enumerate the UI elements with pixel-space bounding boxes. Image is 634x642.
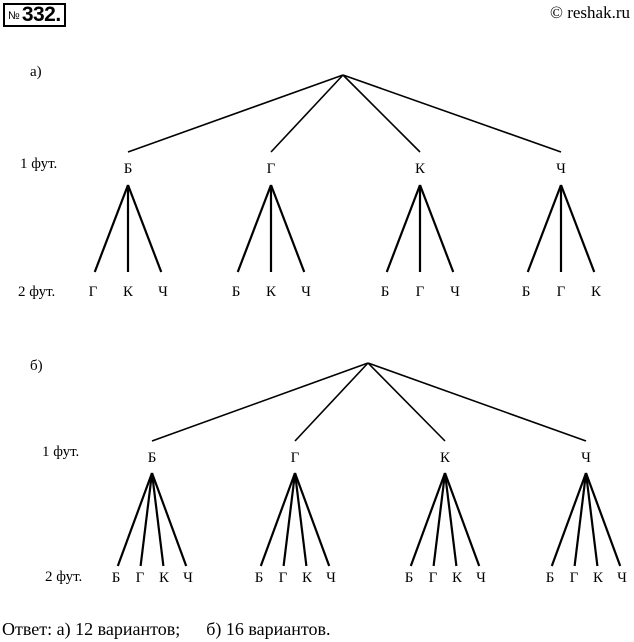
node-level1: К [440,450,451,466]
node-level2: Ч [158,284,168,300]
child-edge [584,472,622,567]
child-edge [236,184,273,273]
number-sign: № [8,10,20,22]
child-edge [559,184,596,273]
node-level2: Ч [183,570,193,586]
node-level2: Г [279,570,288,586]
root-edge [151,362,369,442]
child-edge [385,184,422,273]
node-level2: Б [112,570,121,586]
child-edge [550,472,588,567]
node-level2: Ч [617,570,627,586]
root-edge [367,362,587,442]
root-edge [270,74,344,153]
child-edge [259,472,297,567]
node-level2: Г [570,570,579,586]
child-edge [584,472,599,567]
problem-number-box: № 332. [3,3,66,27]
root-edge [367,362,446,442]
node-level2: К [593,570,604,586]
node-level2: К [302,570,313,586]
level-label-second: 2 фут. [45,569,82,585]
node-level2: Г [89,284,98,300]
root-edge [342,74,421,153]
node-level1: Г [267,161,276,177]
node-level2: Ч [450,284,460,300]
node-level2: Ч [326,570,336,586]
node-level2: Б [522,284,531,300]
node-level2: Б [405,570,414,586]
child-edge [293,472,308,567]
node-level2: Г [416,284,425,300]
node-level2: Б [546,570,555,586]
child-edge [293,472,331,567]
child-edge [573,472,588,567]
child-edge [282,472,297,567]
child-edge [432,472,447,567]
problem-number: 332. [21,3,61,26]
node-level2: К [266,284,277,300]
node-level2: Б [255,570,264,586]
root-edge [342,74,562,153]
root-edge [127,74,344,153]
node-level2: Б [232,284,241,300]
child-edge [409,472,447,567]
tree-label-b: б) [30,358,43,374]
child-edge [93,184,130,273]
child-edge [418,184,455,273]
node-level1: Г [291,450,300,466]
child-edge [150,472,165,567]
answer-part-b: б) 16 вариантов. [206,619,331,639]
node-level1: Б [124,161,133,177]
node-level2: Ч [301,284,311,300]
node-level2: Ч [476,570,486,586]
level-label-first: 1 фут. [42,444,79,460]
node-level2: Г [557,284,566,300]
child-edge [150,472,188,567]
child-edge [139,472,154,567]
node-level1: Б [148,450,157,466]
child-edge [269,184,306,273]
child-edge [443,472,481,567]
child-edge [126,184,163,273]
root-edge [294,362,369,442]
node-level1: К [415,161,426,177]
node-level2: Б [381,284,390,300]
node-level2: Г [429,570,438,586]
answer-line: Ответ: а) 12 вариантов; б) 16 вариантов. [2,619,331,640]
child-edge [116,472,154,567]
watermark: © reshak.ru [550,3,630,22]
level-label-second: 2 фут. [18,284,55,300]
child-edge [443,472,458,567]
node-level2: Г [136,570,145,586]
node-level1: Ч [556,161,566,177]
level-label-first: 1 фут. [20,156,57,172]
node-level2: К [159,570,170,586]
node-level2: К [123,284,134,300]
node-level2: К [591,284,602,300]
node-level2: К [452,570,463,586]
node-level1: Ч [581,450,591,466]
answer-part-a: Ответ: а) 12 вариантов; [2,619,181,639]
tree-label-a: а) [30,64,42,80]
child-edge [526,184,563,273]
